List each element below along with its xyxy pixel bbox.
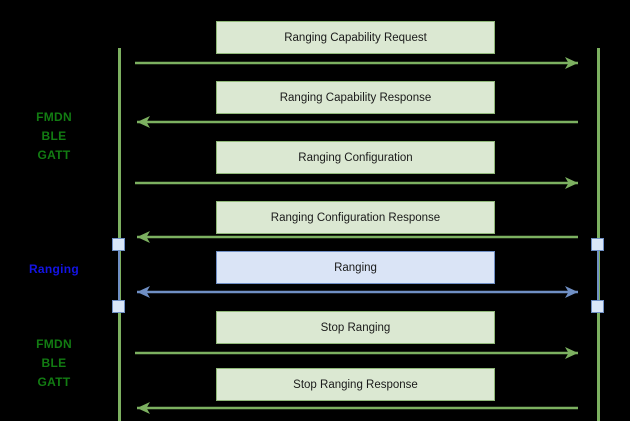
message-label: Stop Ranging <box>320 321 391 334</box>
message-box-ranging-configuration-response[interactable]: Ranging Configuration Response <box>216 201 495 234</box>
activation-right-bar <box>597 251 599 300</box>
activation-right-start-marker <box>591 238 604 251</box>
message-label: Ranging Configuration <box>298 151 413 164</box>
activation-left-end-marker <box>112 300 125 313</box>
message-box-ranging-capability-request[interactable]: Ranging Capability Request <box>216 21 495 54</box>
arrowhead-ranging-capability-request <box>565 57 578 69</box>
message-label: Ranging Capability Response <box>279 91 432 104</box>
phase-label-fmdn-bottom: FMDN BLE GATT <box>36 337 72 389</box>
phase-label-ranging: Ranging <box>28 262 80 276</box>
arrowhead-stop-ranging <box>565 347 578 359</box>
activation-left-start-marker <box>112 238 125 251</box>
message-box-stop-ranging[interactable]: Stop Ranging <box>216 311 495 344</box>
message-box-stop-ranging-response[interactable]: Stop Ranging Response <box>216 368 495 401</box>
message-box-ranging-capability-response[interactable]: Ranging Capability Response <box>216 81 495 114</box>
message-box-ranging-configuration[interactable]: Ranging Configuration <box>216 141 495 174</box>
arrowhead-ranging-capability-response <box>137 116 150 128</box>
message-label: Stop Ranging Response <box>293 378 418 391</box>
right-lifeline <box>597 48 600 421</box>
message-label: Ranging Capability Request <box>284 31 427 44</box>
arrowhead-right-ranging <box>565 286 578 298</box>
activation-left-bar <box>118 251 120 300</box>
message-label: Ranging <box>334 261 377 274</box>
arrowhead-ranging-configuration-response <box>137 231 150 243</box>
arrowhead-stop-ranging-response <box>137 402 150 414</box>
activation-right-end-marker <box>591 300 604 313</box>
arrowhead-ranging-configuration <box>565 177 578 189</box>
message-label: Ranging Configuration Response <box>270 211 441 224</box>
phase-label-fmdn-top: FMDN BLE GATT <box>36 110 72 162</box>
left-lifeline <box>118 48 121 421</box>
arrowhead-left-ranging <box>137 286 150 298</box>
message-box-ranging[interactable]: Ranging <box>216 251 495 284</box>
